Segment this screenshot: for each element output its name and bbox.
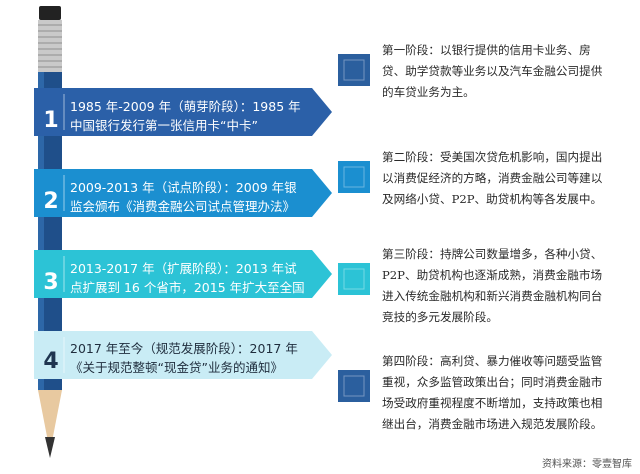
description-line: 第二阶段：受美国次贷危机影响，国内提出 [382,150,603,164]
description-line: 第三阶段：持牌公司数量增多，各种小贷、 [382,247,603,261]
stage-2-line2: 监会颁布《消费金融公司试点管理办法》 [70,199,296,214]
stage-4-number: 4 [43,349,59,374]
stage-4-line2: 《关于规范整顿“现金贷”业务的通知》 [70,360,283,375]
stage-3-arrow-banner [34,250,332,298]
description-line: 贷、助学贷款等业务以及汽车金融公司提供 [382,64,603,78]
stage-4-arrow-banner [34,331,332,379]
stage-1-line1: 1985 年-2009 年（萌芽阶段）：1985 年 [70,99,301,114]
pencil-eraser-cap [39,6,61,20]
description-line: 继出台，消费金融市场进入规范发展阶段。 [382,417,603,431]
stage-1-arrow-banner [34,88,332,136]
description-line: 第一阶段：以银行提供的信用卡业务、房 [382,43,591,57]
stage-2-line1: 2009-2013 年（试点阶段）：2009 年银 [70,180,297,195]
stage-2-number: 2 [43,189,59,214]
stage-3-marker-square [338,263,370,295]
description-line: 的车贷业务为主。 [382,85,475,99]
stage-1-marker-square [338,54,370,86]
stage-2-arrow-banner [34,169,332,217]
description-line: 重视，众多监管政策出台；同时消费金融市 [382,375,603,389]
stage-3-line1: 2013-2017 年（扩展阶段）：2013 年试 [70,261,297,276]
stage-1-line2: 中国银行发行第一张信用卡“中卡” [70,118,258,133]
pencil-wood-cone [38,390,62,452]
stage-2-marker-inner [343,166,365,188]
description-line: 以消费促经济的方略，消费金融公司等建以 [382,171,603,185]
stage-4-line1: 2017 年至今（规范发展阶段）：2017 年 [70,341,298,356]
stage-2-marker-square [338,161,370,193]
description-line: 第四阶段：高利贷、暴力催收等问题受监管 [382,354,603,368]
stage-1-number: 1 [43,108,59,133]
description-line: 及网络小贷、P2P、助贷机构等各发展中。 [382,192,603,206]
description-line: 竞技的多元发展阶段。 [382,310,498,324]
pencil-lead-tip [45,437,55,458]
stage-3-description: 第三阶段：持牌公司数量增多，各种小贷、 P2P、助贷机构也逐渐成熟，消费金融市场… [382,244,632,328]
stage-4-marker-inner [343,375,365,397]
stage-3-line2: 点扩展到 16 个省市，2015 年扩大至全国 [70,280,305,295]
description-line: P2P、助贷机构也逐渐成熟，消费金融市场 [382,268,603,282]
stage-4-marker-square [338,370,370,402]
stage-3-marker-inner [343,268,365,290]
stage-2-description: 第二阶段：受美国次贷危机影响，国内提出 以消费促经济的方略，消费金融公司等建以 … [382,147,632,210]
description-line: 场受政府重视程度不断增加，支持政策也相 [382,396,603,410]
description-line: 进入传统金融机构和新兴消费金融机构同台 [382,289,603,303]
stage-1-description: 第一阶段：以银行提供的信用卡业务、房 贷、助学贷款等业务以及汽车金融公司提供 的… [382,40,632,103]
source-note: 资料来源：零壹智库 [542,459,632,470]
stage-1-marker-inner [343,59,365,81]
pencil-ferrule [38,20,62,72]
stage-4-description: 第四阶段：高利贷、暴力催收等问题受监管 重视，众多监管政策出台；同时消费金融市 … [382,351,632,435]
stage-3-number: 3 [43,270,59,295]
pencil-body-highlight [38,72,44,390]
